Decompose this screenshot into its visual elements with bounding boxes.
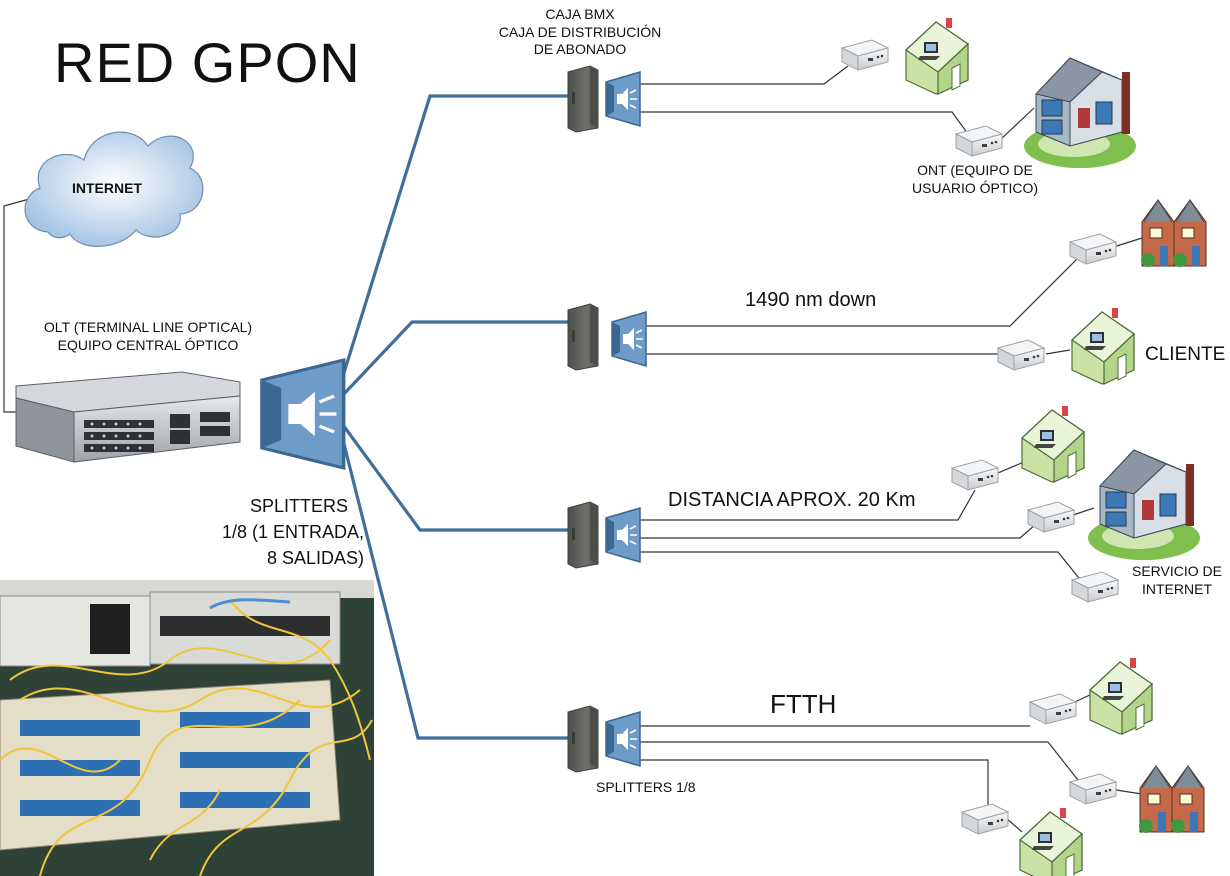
ont-modem-icon	[951, 459, 999, 491]
client-label: CLIENTE	[1145, 344, 1226, 365]
ont-modem-icon	[961, 803, 1009, 835]
townhouse-icon	[1140, 199, 1207, 268]
ont-modem-icon	[1029, 693, 1077, 725]
fiber-to-box-4	[341, 438, 570, 740]
distribution-box-label-line-3: DE ABONADO	[533, 41, 627, 57]
townhouse-icon	[1138, 765, 1205, 834]
internet-service-label-line-1: SERVICIO DE	[1132, 563, 1222, 579]
ont-modem-icon	[1027, 501, 1075, 533]
rack-photo	[0, 580, 374, 876]
olt-label-line-2: EQUIPO CENTRAL ÓPTICO	[57, 336, 239, 353]
house-icon	[1019, 807, 1083, 876]
distribution-box-4	[567, 705, 599, 773]
distribution-box-label-line-2: CAJA DE DISTRIBUCIÓN	[498, 23, 662, 40]
fiber-to-box-1	[341, 94, 570, 378]
ont-modem-icon	[841, 39, 889, 71]
internet-service-label: SERVICIO DE INTERNET	[1124, 563, 1230, 598]
splitter-icon-3	[605, 507, 641, 563]
house-icon	[1071, 307, 1135, 385]
olt-chassis-icon	[15, 371, 241, 463]
ont-modem-icon	[997, 339, 1045, 371]
ont-modem-icon	[1069, 233, 1117, 265]
cloud-icon	[24, 131, 204, 247]
distribution-box-label-line-1: CAJA BMX	[545, 6, 615, 22]
ftth-label: FTTH	[770, 689, 837, 719]
ont-label-line-1: ONT (EQUIPO DE	[917, 162, 1033, 178]
internet-cloud-label: INTERNET	[72, 180, 142, 196]
house-icon	[1089, 657, 1153, 735]
ont-label-line-2: USUARIO ÓPTICO)	[911, 179, 1038, 196]
fiber-lines	[341, 94, 570, 740]
fiber-to-box-3	[341, 423, 570, 532]
house-icon	[905, 17, 969, 95]
splitter-icon-2	[611, 311, 647, 367]
main-splitter-label: SPLITTERS 1/8 (1 ENTRADA, 8 SALIDAS)	[194, 493, 364, 571]
distance-label: DISTANCIA APROX. 20 Km	[668, 489, 916, 511]
distribution-box-1	[567, 65, 599, 133]
fiber-to-box-2	[341, 320, 570, 397]
house-icon	[1021, 405, 1085, 483]
splitter-icon-4	[605, 711, 641, 767]
main-splitter-label-line-3: 8 SALIDAS)	[266, 548, 364, 569]
ont-label: ONT (EQUIPO DE USUARIO ÓPTICO)	[900, 162, 1050, 197]
distribution-box-label: CAJA BMX CAJA DE DISTRIBUCIÓN DE ABONADO	[480, 6, 680, 59]
house-icon-large	[1023, 57, 1137, 169]
wavelength-label: 1490 nm down	[745, 289, 877, 311]
splitters-small-label: SPLITTERS 1/8	[596, 779, 696, 795]
main-splitter-label-line-2: 1/8 (1 ENTRADA,	[221, 522, 364, 543]
distribution-box-2	[567, 303, 599, 371]
internet-service-label-line-2: INTERNET	[1142, 580, 1212, 597]
main-splitter-label-line-1: SPLITTERS	[249, 496, 349, 516]
splitter-icon-1	[605, 71, 641, 127]
house-icon-large	[1087, 449, 1201, 561]
ont-modem-icon	[955, 125, 1003, 157]
ont-modem-icon	[1071, 571, 1119, 603]
olt-label: OLT (TERMINAL LINE OPTICAL) EQUIPO CENTR…	[18, 319, 278, 354]
main-splitter-icon	[260, 358, 346, 470]
olt-label-line-1: OLT (TERMINAL LINE OPTICAL)	[43, 319, 253, 335]
diagram-title: RED GPON	[54, 31, 361, 94]
distribution-box-3	[567, 501, 599, 569]
